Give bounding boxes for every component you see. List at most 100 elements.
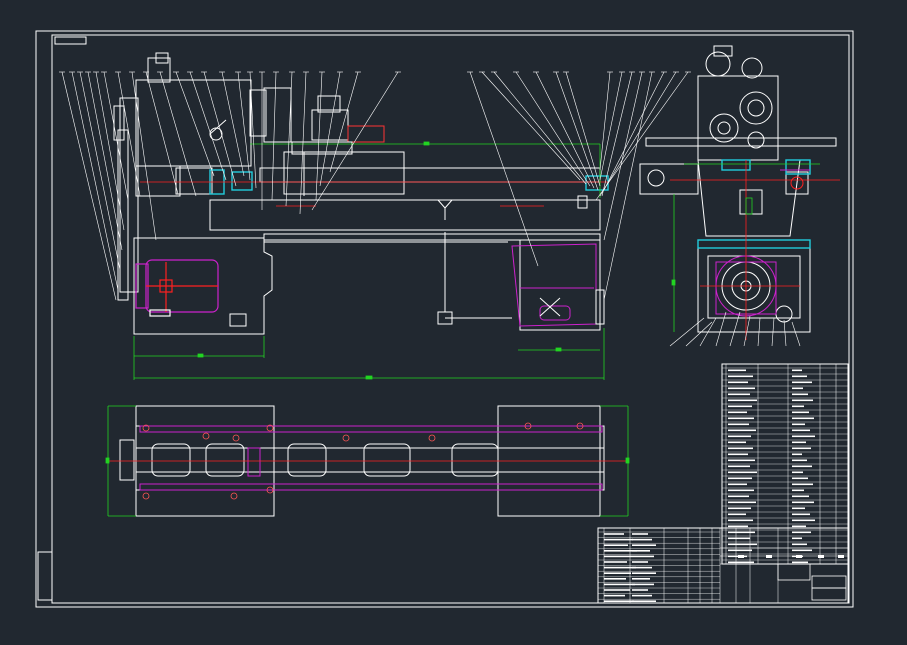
parts-row-entry: [728, 507, 751, 510]
parts-row-entry: [728, 375, 753, 378]
title-block-grid: [598, 528, 848, 603]
bolt-hole: [576, 422, 584, 430]
parts-row-entry: [728, 417, 754, 420]
title-row-entry: [604, 555, 632, 558]
leader-line: [603, 71, 665, 191]
parts-row-entry: [728, 405, 752, 408]
leader-line: [271, 71, 277, 201]
title-row-entry: [604, 566, 636, 569]
leader-line: [603, 71, 653, 301]
plan-pockets: [151, 443, 499, 477]
parts-row-entry: [792, 465, 812, 468]
side-leader-line: [771, 317, 775, 347]
title-row-entry: [604, 594, 625, 597]
drawing-frame: [35, 30, 854, 608]
plan-hidden: [139, 425, 603, 491]
leader-line: [87, 71, 123, 251]
parts-row-entry: [728, 459, 755, 462]
title-row-entry: [604, 533, 624, 535]
parts-row-entry: [792, 513, 810, 516]
front-dimensions: [133, 141, 605, 380]
parts-row-entry: [728, 387, 755, 390]
parts-row-entry: [792, 387, 803, 390]
title-row-entry: [604, 583, 635, 586]
parts-row-entry: [792, 423, 805, 426]
leader-line: [601, 71, 633, 197]
leader-line: [599, 71, 623, 181]
bolt-hole: [524, 422, 532, 430]
parts-row-entry: [792, 501, 814, 504]
plan-bolt-holes: [142, 422, 584, 500]
parts-row-entry: [792, 375, 807, 378]
parts-row-entry: [792, 519, 815, 522]
parts-row-entry: [792, 495, 809, 498]
leader-line: [555, 71, 599, 191]
bolt-hole: [428, 434, 436, 442]
parts-row-entry: [792, 453, 802, 456]
leader-line: [79, 71, 121, 271]
parts-row-entry: [728, 477, 752, 480]
parts-row-entry: [728, 525, 748, 528]
side-strip: [37, 551, 53, 601]
title-row-entry: [604, 561, 627, 563]
leader-line: [117, 71, 141, 197]
parts-row-entry: [728, 471, 757, 474]
side-leader-line: [791, 321, 801, 347]
leader-line: [71, 71, 119, 291]
parts-row-entry: [792, 399, 813, 402]
parts-row-entry: [792, 459, 807, 462]
title-cell-drawing-no: [811, 587, 847, 601]
leader-line: [237, 71, 251, 181]
leader-line: [595, 71, 689, 201]
leader-line: [493, 71, 587, 185]
leader-line: [329, 71, 359, 173]
title-cell-name: [777, 563, 811, 581]
front-centerlines: [140, 181, 608, 207]
leader-line: [311, 71, 399, 211]
bolt-hole: [202, 432, 210, 440]
part-leader-lines: [59, 71, 691, 301]
title-row-entry: [632, 578, 650, 580]
parts-row-entry: [792, 543, 807, 546]
leader-line: [599, 71, 611, 171]
parts-row-entry: [728, 447, 753, 450]
parts-row-entry: [728, 465, 750, 468]
title-row-entry: [604, 600, 634, 602]
title-row-entry: [632, 561, 648, 563]
parts-row-entry: [728, 411, 747, 414]
leader-line: [103, 71, 129, 201]
plan-view: [105, 405, 630, 517]
leader-line: [61, 71, 117, 301]
leader-line: [469, 71, 539, 267]
parts-row-entry: [728, 423, 749, 426]
title-mark: [738, 555, 744, 558]
parts-row-entry: [728, 537, 750, 540]
title-row-entry: [632, 550, 650, 552]
parts-row-entry: [792, 435, 815, 438]
title-row-entry: [604, 578, 626, 580]
inner-border: [51, 34, 850, 604]
leader-line: [319, 71, 341, 187]
headstock: [113, 52, 292, 301]
parts-row-entry: [792, 429, 810, 432]
title-row-entry: [604, 538, 633, 541]
parts-row-entry: [728, 369, 746, 372]
side-dimensions: [671, 163, 820, 332]
leader-line: [603, 71, 643, 241]
title-row-entry: [604, 572, 631, 574]
parts-row-entry: [792, 477, 808, 480]
parts-row-entry: [792, 561, 808, 564]
parts-row-entry: [792, 483, 813, 486]
leader-line: [599, 71, 677, 197]
leader-line: [131, 71, 157, 241]
leader-line: [299, 71, 307, 215]
outer-border: [35, 30, 854, 608]
parts-row-entry: [728, 441, 746, 444]
bolt-hole: [266, 486, 274, 494]
parts-row-entry: [728, 561, 754, 564]
leader-line: [145, 71, 179, 195]
leader-line: [315, 71, 323, 201]
